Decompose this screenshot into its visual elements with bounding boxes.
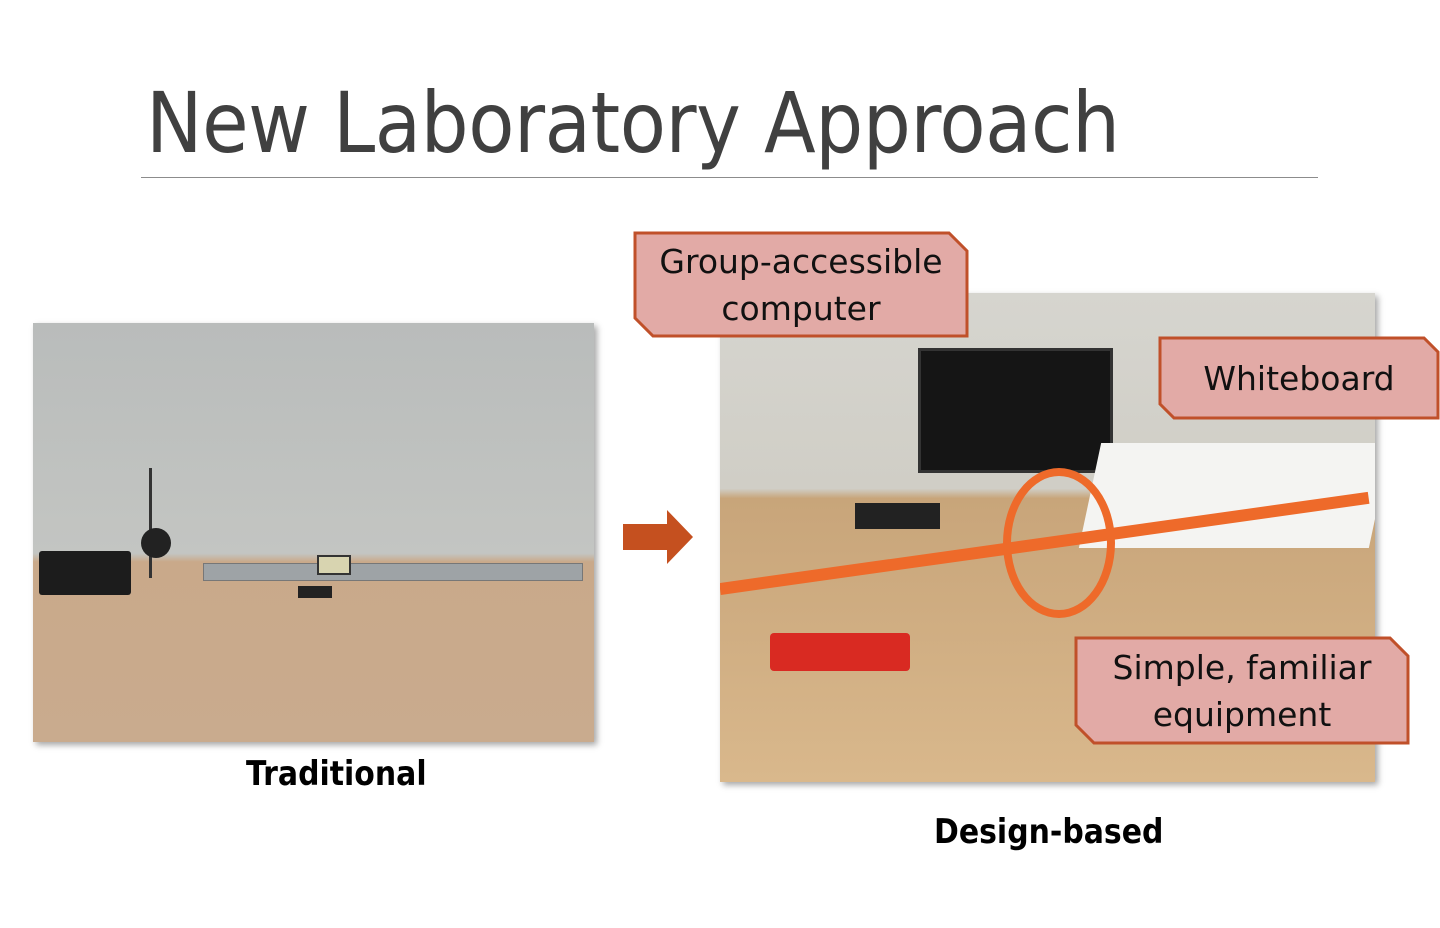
pulley [141,528,171,558]
callout-group-computer: Group-accessible computer [633,231,969,338]
callout-text: Group-accessible computer [659,241,943,328]
callout-simple-equipment: Simple, familiar equipment [1074,636,1410,745]
launcher [770,633,910,671]
callout-text: Simple, familiar equipment [1112,647,1372,734]
title-divider [141,177,1318,178]
callout-text: Whiteboard [1203,358,1395,398]
black-case [39,551,131,595]
air-track [203,563,583,581]
cart [317,555,351,575]
mousepad [855,503,940,529]
stand-rod [149,468,152,578]
slide-title: New Laboratory Approach [146,74,1120,172]
arrow-right-icon [623,510,693,564]
design-based-caption: Design-based [934,812,1164,852]
sensor [298,586,332,598]
callout-whiteboard: Whiteboard [1158,336,1440,420]
traditional-lab-photo [33,323,594,742]
monitor [918,348,1113,473]
traditional-caption: Traditional [246,754,427,794]
